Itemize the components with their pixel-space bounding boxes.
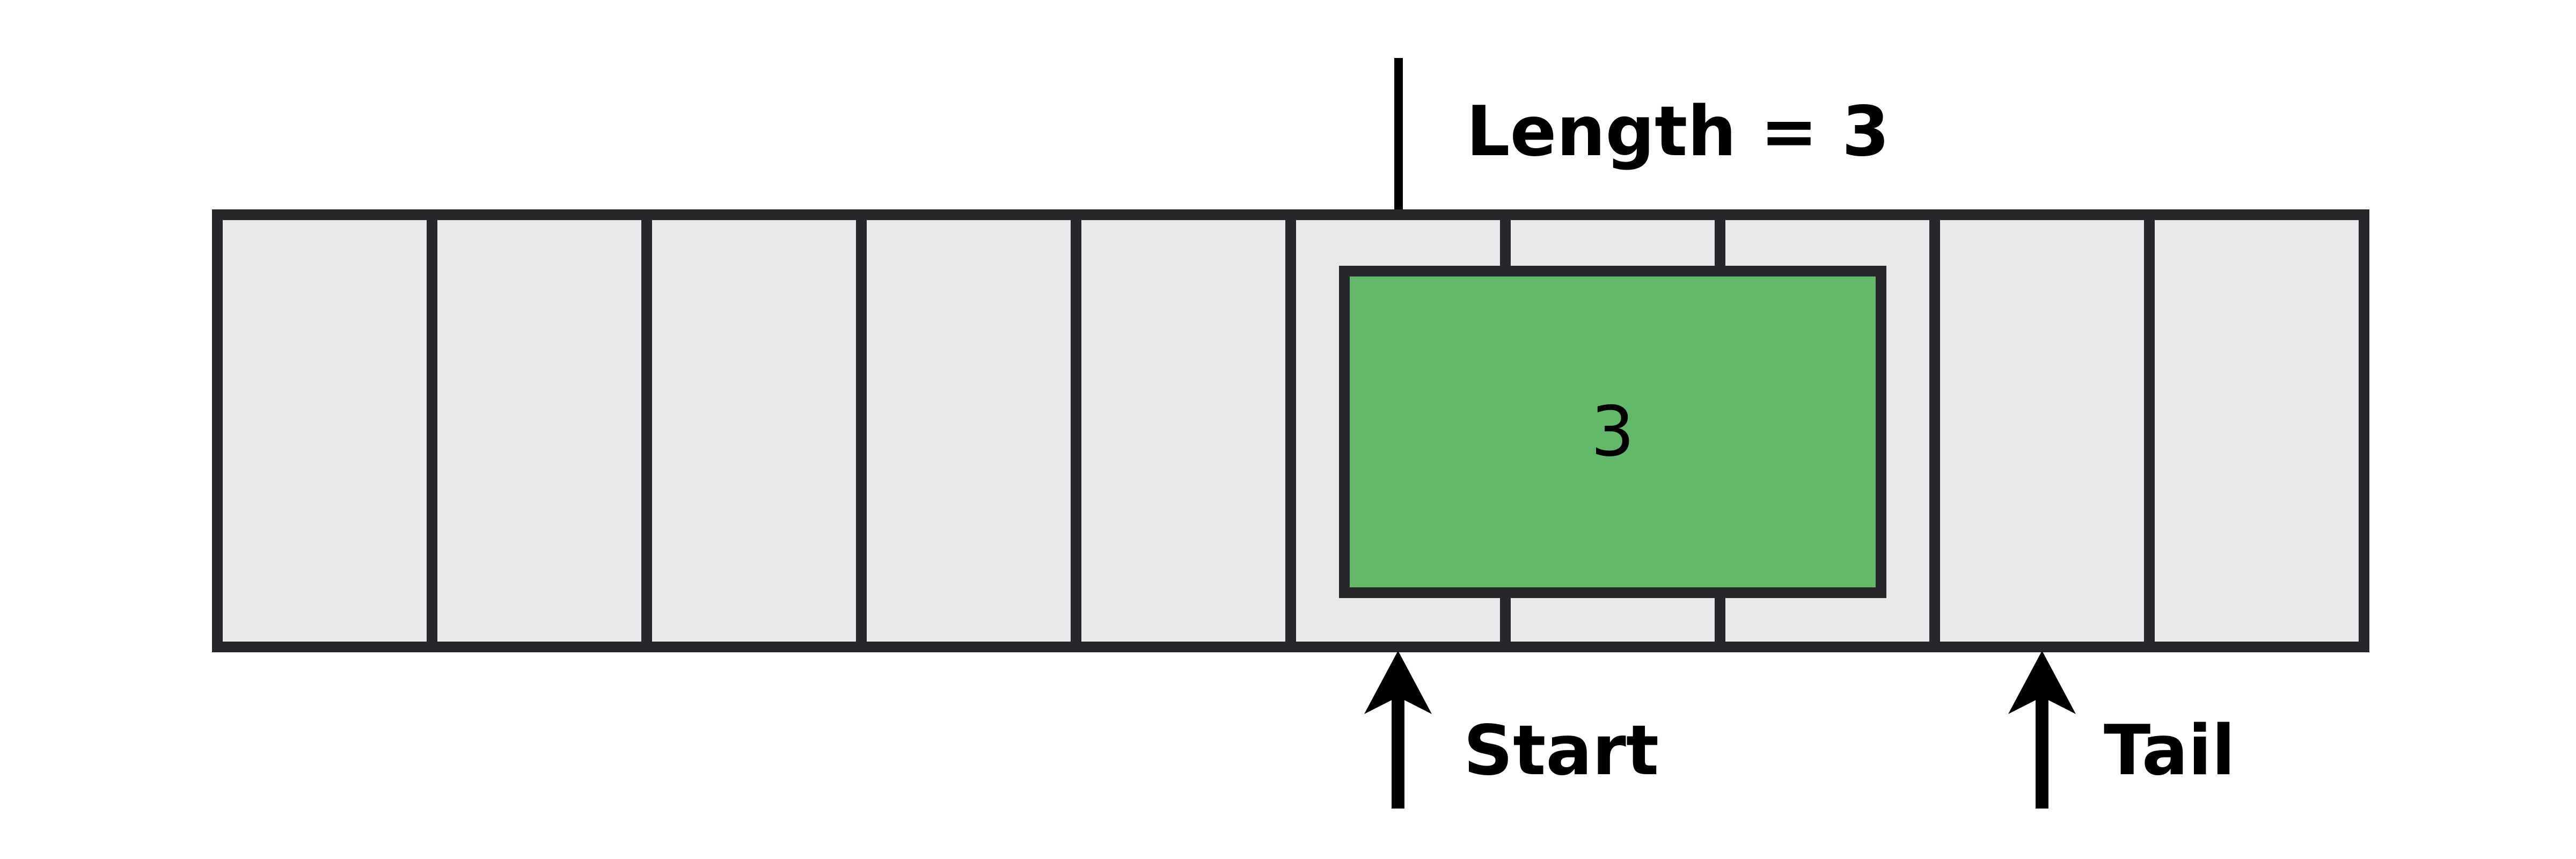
length-label: Length = 3 (1466, 92, 1890, 172)
array-cell (1940, 220, 2144, 642)
array-cell (1081, 220, 1285, 642)
tail-up-arrow-icon (2008, 651, 2076, 809)
array-cell (652, 220, 856, 642)
array-cell (223, 220, 427, 642)
start-label: Start (1463, 711, 1659, 791)
block-value: 3 (1591, 391, 1635, 472)
array-track (212, 209, 2369, 652)
length-indicator-line (1394, 58, 1403, 209)
start-up-arrow-icon (1364, 651, 1432, 809)
array-cell (2155, 220, 2359, 642)
array-cell (867, 220, 1071, 642)
array-cell (437, 220, 641, 642)
allocated-block: 3 (1339, 266, 1886, 598)
tail-label: Tail (2104, 711, 2235, 791)
